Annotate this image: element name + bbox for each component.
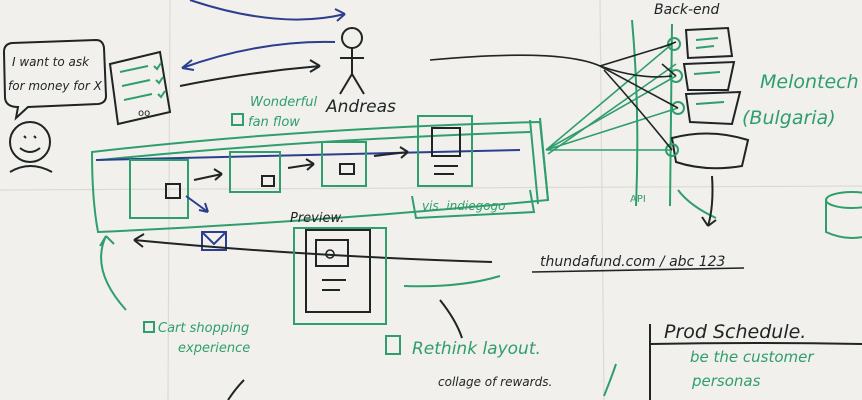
backend-boxes	[665, 26, 750, 170]
speech-bubble: I want to ask for money for X	[2, 38, 108, 121]
rethink-text: Rethink layout.	[412, 339, 541, 359]
scribble	[227, 379, 245, 400]
backend-connections	[429, 41, 679, 155]
api-label: API	[630, 194, 646, 205]
url-underline	[531, 267, 745, 273]
vis-text: vis. indiegogo	[422, 199, 506, 213]
wonderful-line1: Wonderful	[250, 95, 317, 110]
cart-line2: experience	[178, 341, 250, 356]
loop-arrows	[99, 233, 501, 311]
checkbox-icon	[231, 113, 244, 126]
flow-arrows	[193, 146, 409, 181]
prod-title: Prod Schedule.	[664, 321, 806, 343]
prod-schedule: Prod Schedule. be the customer personas	[649, 321, 862, 400]
speech-text-line1: I want to ask	[12, 55, 90, 69]
speech-text-line2: for money for X	[8, 79, 103, 93]
url-text: thundafund.com / abc 123	[540, 254, 725, 270]
person-icon	[339, 27, 365, 95]
vendor-name: Melontech	[760, 71, 859, 93]
checkbox-icon	[385, 335, 401, 355]
url-arrow	[701, 175, 717, 227]
card-person-arrows	[179, 0, 346, 87]
collage-text: collage of rewards.	[438, 375, 552, 389]
cart-line1: Cart shopping	[158, 321, 249, 336]
wonderful-flow-note: Wonderful fan flow	[231, 95, 317, 130]
checkbox-icon	[143, 321, 155, 333]
backend-label: Back-end	[654, 2, 720, 18]
wonderful-line2: fan flow	[248, 115, 300, 130]
person-name: Andreas	[325, 97, 396, 117]
flow-line	[95, 149, 521, 161]
flow-screens	[129, 115, 473, 219]
cart-note: Cart shopping experience	[143, 321, 250, 356]
card-dots: oo	[138, 108, 150, 119]
rethink-note: Rethink layout. collage of rewards.	[385, 299, 617, 397]
envelope-icon	[185, 195, 227, 251]
person-icon	[9, 121, 53, 173]
vis-indiegogo-note: vis. indiegogo	[411, 189, 536, 220]
database-icon	[825, 191, 862, 239]
preview-label: Preview.	[290, 211, 344, 226]
preview-mockup: Preview.	[290, 211, 387, 325]
prod-line2: personas	[691, 372, 761, 390]
vendor-location: (Bulgaria)	[742, 107, 836, 129]
flow-band	[90, 117, 550, 234]
prod-line1: be the customer	[690, 348, 814, 366]
wishlist-card: oo	[108, 50, 172, 126]
api-column	[631, 19, 717, 219]
